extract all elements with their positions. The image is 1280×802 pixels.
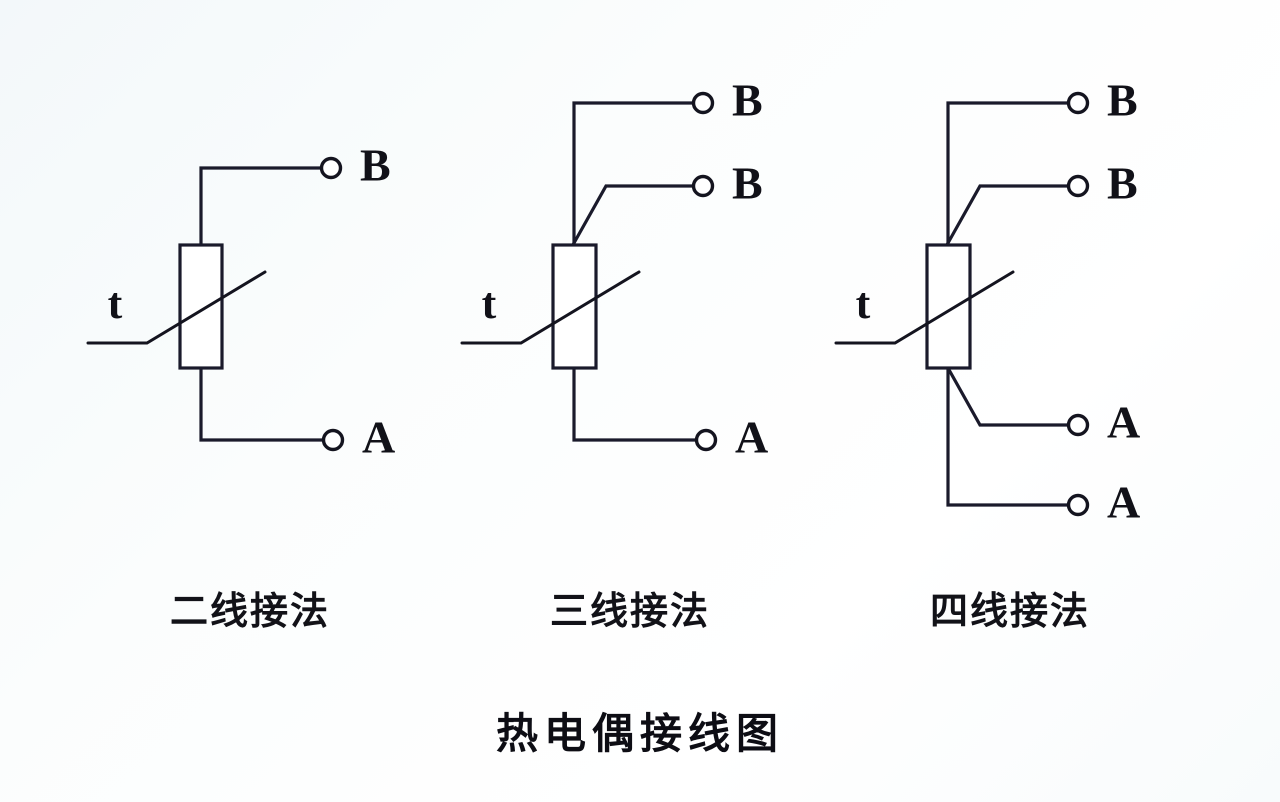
terminal-circle-a-three-wire[interactable]	[694, 428, 718, 452]
terminal-label-a2-four-wire: A	[1107, 477, 1140, 528]
wire-b-two-wire	[199, 166, 323, 247]
terminal-label-b2-three-wire: B	[732, 158, 763, 209]
terminal-circle-a1-four-wire[interactable]	[1066, 413, 1090, 437]
temperature-label-three-wire: t	[482, 279, 497, 328]
wire-a-two-wire	[199, 366, 325, 442]
wire-a-three-wire	[572, 366, 698, 442]
caption-two-wire: 二线接法	[169, 589, 330, 633]
terminal-circle-b-two-wire[interactable]	[319, 156, 343, 180]
terminal-circle-b2-four-wire[interactable]	[1066, 174, 1090, 198]
terminal-label-b1-four-wire: B	[1107, 75, 1138, 126]
temperature-slash-four-wire	[834, 270, 1015, 345]
caption-four-wire: 四线接法	[929, 589, 1090, 633]
temperature-label-four-wire: t	[856, 279, 871, 328]
terminal-circle-a-two-wire[interactable]	[321, 428, 345, 452]
diagram-four-wire: B B A A t	[834, 75, 1140, 528]
terminal-label-a-three-wire: A	[735, 412, 768, 463]
diagram-two-wire: B A t	[86, 140, 395, 463]
terminal-label-b2-four-wire: B	[1107, 158, 1138, 209]
page-title: 热电偶接线图	[495, 709, 784, 758]
temperature-slash-two-wire	[86, 270, 267, 345]
terminal-label-a1-four-wire: A	[1107, 397, 1140, 448]
wire-a2-four-wire	[946, 366, 1070, 507]
temperature-slash-three-wire	[460, 270, 641, 345]
caption-three-wire: 三线接法	[549, 589, 710, 633]
terminal-circle-b1-four-wire[interactable]	[1066, 91, 1090, 115]
wire-b1-three-wire	[572, 101, 695, 247]
terminal-circle-a2-four-wire[interactable]	[1066, 493, 1090, 517]
sensor-element-three-wire	[551, 243, 598, 370]
terminal-label-a-two-wire: A	[362, 412, 395, 463]
terminal-label-b-two-wire: B	[360, 140, 391, 191]
terminal-circle-b2-three-wire[interactable]	[691, 174, 715, 198]
wire-a1-four-wire	[945, 365, 1070, 427]
terminal-label-b1-three-wire: B	[732, 75, 763, 126]
terminal-circle-b1-three-wire[interactable]	[691, 91, 715, 115]
sensor-element-two-wire	[178, 243, 224, 370]
diagram-three-wire: B B A t	[460, 75, 768, 463]
wire-b2-four-wire	[945, 184, 1070, 246]
temperature-label-two-wire: t	[108, 279, 123, 328]
sensor-element-four-wire	[925, 243, 972, 370]
wire-b2-three-wire	[571, 184, 695, 246]
wire-b1-four-wire	[946, 101, 1070, 247]
